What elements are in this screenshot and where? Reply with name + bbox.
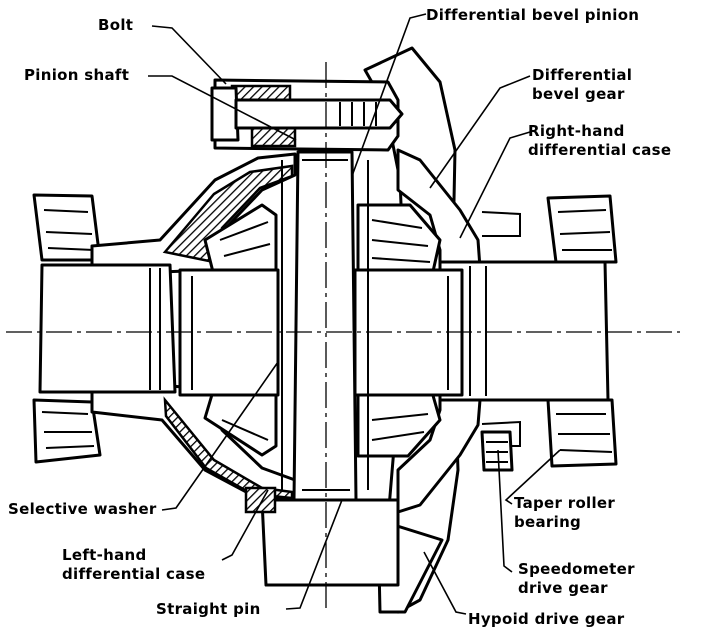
speedometer-drive-gear <box>480 430 514 472</box>
label-differential-bevel-gear-line-2: bevel gear <box>532 85 625 103</box>
label-left-hand-case-line-1: Left-hand <box>62 546 147 564</box>
bolt <box>210 86 404 142</box>
label-pinion-shaft: Pinion shaft <box>24 66 130 84</box>
label-speedometer-drive-gear: Speedometer drive gear <box>518 560 635 598</box>
label-straight-pin: Straight pin <box>156 600 261 618</box>
label-taper-roller-bearing: Taper roller bearing <box>514 494 615 532</box>
label-left-hand-case-line-2: differential case <box>62 565 206 583</box>
right-taper-roller-bearing <box>546 194 618 468</box>
right-hand-differential-case <box>396 148 482 514</box>
pinion-shaft <box>292 150 358 502</box>
left-axle-bore <box>38 263 177 394</box>
label-bolt: Bolt <box>98 16 134 34</box>
label-selective-washer: Selective washer <box>8 500 157 518</box>
label-right-hand-case-line-2: differential case <box>528 141 672 159</box>
right-axle-bore <box>438 260 610 402</box>
label-right-hand-differential-case: Right-hand differential case <box>528 122 671 160</box>
label-differential-bevel-pinion: Differential bevel pinion <box>426 6 640 24</box>
label-differential-bevel-gear-line-1: Differential <box>532 66 633 84</box>
left-taper-roller-bearing <box>32 193 102 464</box>
label-taper-roller-bearing-line-1: Taper roller <box>514 494 616 512</box>
label-speedometer-line-2: drive gear <box>518 579 608 597</box>
leader-lines <box>148 13 561 615</box>
lower-case-flange <box>260 498 400 587</box>
label-right-hand-case-line-1: Right-hand <box>528 122 625 140</box>
label-speedometer-line-1: Speedometer <box>518 560 635 578</box>
label-differential-bevel-gear: Differential bevel gear <box>532 66 632 104</box>
label-hypoid-drive-gear: Hypoid drive gear <box>468 610 625 628</box>
label-left-hand-differential-case: Left-hand differential case <box>62 546 205 584</box>
label-taper-roller-bearing-line-2: bearing <box>514 513 582 531</box>
